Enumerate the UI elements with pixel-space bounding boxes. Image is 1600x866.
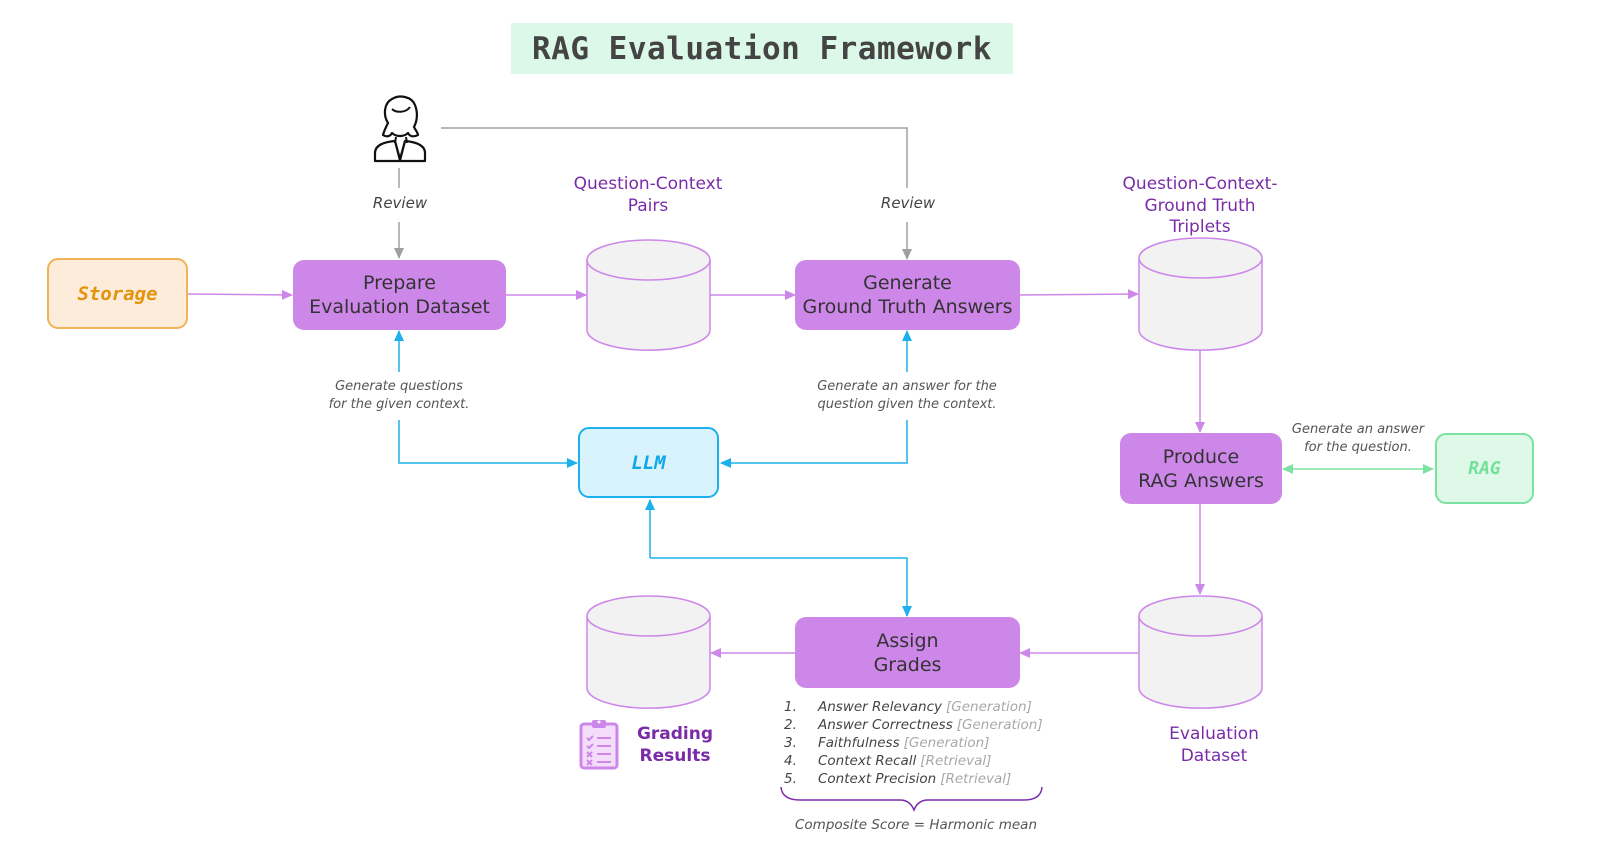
eval-dataset-label-line1: Evaluation bbox=[1169, 724, 1259, 744]
note-generate-questions-line2: for the given context. bbox=[328, 397, 470, 412]
edge-llm-to-assign bbox=[650, 557, 912, 617]
metric-number: 4. bbox=[784, 753, 797, 769]
metric-name: Faithfulness bbox=[818, 735, 900, 751]
edge-generate-to-triplets bbox=[1018, 289, 1139, 300]
metric-item: 1. Answer Relevancy [Generation] bbox=[784, 698, 1054, 716]
metric-item: 2. Answer Correctness [Generation] bbox=[784, 716, 1054, 734]
edge-storage-to-prepare bbox=[187, 289, 293, 300]
note-generate-answer-question: Generate an answer for the question. bbox=[1278, 421, 1438, 457]
produce-node-line1: Produce bbox=[1162, 445, 1240, 468]
note-generate-answer-question-line1: Generate an answer bbox=[1291, 422, 1425, 437]
storage-label: Storage bbox=[77, 282, 158, 305]
metric-category: [Retrieval] bbox=[940, 771, 1012, 787]
grading-results-label-line1: Grading bbox=[636, 724, 714, 744]
grading-results-label: Grading Results bbox=[632, 723, 718, 767]
eval-dataset-label-line2: Dataset bbox=[1180, 746, 1248, 766]
llm-node[interactable]: LLM bbox=[578, 427, 719, 498]
note-generate-answer-context-line2: question given the context. bbox=[817, 397, 997, 412]
metric-number: 3. bbox=[784, 735, 797, 751]
llm-label: LLM bbox=[631, 451, 666, 474]
triplets-label-line3: Triplets bbox=[1169, 217, 1231, 237]
metric-item: 5. Context Precision [Retrieval] bbox=[784, 770, 1054, 788]
datastore-triplets-cylinder bbox=[1138, 237, 1263, 351]
datastore-grading-results-cylinder bbox=[586, 595, 711, 709]
generate-node-line1: Generate bbox=[863, 272, 952, 294]
metric-name: Context Recall bbox=[818, 753, 917, 769]
rag-node[interactable]: RAG bbox=[1435, 433, 1534, 504]
triplets-label-line1: Question-Context- bbox=[1122, 174, 1278, 194]
metric-name: Context Precision bbox=[818, 771, 937, 787]
grading-results-label-line2: Results bbox=[639, 746, 711, 766]
metric-number: 1. bbox=[784, 699, 797, 715]
metric-name: Answer Correctness bbox=[818, 717, 953, 733]
assign-node-line1: Assign bbox=[876, 629, 939, 652]
qc-pairs-label-line2: Pairs bbox=[627, 196, 669, 216]
edge-generate-to-llm-lower bbox=[720, 420, 908, 468]
rag-label: RAG bbox=[1468, 458, 1501, 479]
metric-number: 2. bbox=[784, 717, 797, 733]
qc-pairs-label: Question-Context Pairs bbox=[548, 173, 748, 217]
prepare-node-line2: Evaluation Dataset bbox=[309, 296, 490, 318]
note-generate-answer-question-line2: for the question. bbox=[1304, 440, 1412, 455]
qc-pairs-label-line1: Question-Context bbox=[573, 174, 723, 194]
metric-name: Answer Relevancy bbox=[818, 699, 942, 715]
edge-reviewer-to-generate-top bbox=[441, 127, 908, 188]
note-generate-answer-context: Generate an answer for the question give… bbox=[797, 378, 1017, 414]
generate-node-line2: Ground Truth Answers bbox=[802, 296, 1013, 318]
prepare-node-line1: Prepare bbox=[362, 272, 436, 294]
metric-number: 5. bbox=[784, 771, 797, 787]
storage-node[interactable]: Storage bbox=[47, 258, 188, 329]
review-label-generate: Review bbox=[868, 194, 948, 212]
metric-category: [Generation] bbox=[903, 735, 990, 751]
composite-score-label: Composite Score = Harmonic mean bbox=[794, 817, 1038, 833]
prepare-evaluation-dataset-node[interactable]: Prepare Evaluation Dataset bbox=[293, 260, 506, 330]
metric-category: [Generation] bbox=[946, 699, 1032, 715]
generate-ground-truth-node[interactable]: Generate Ground Truth Answers bbox=[795, 260, 1020, 330]
metrics-list: 1. Answer Relevancy [Generation] 2. Answ… bbox=[784, 698, 1054, 788]
datastore-qc-pairs-cylinder bbox=[586, 239, 711, 351]
note-generate-questions: Generate questions for the given context… bbox=[309, 378, 489, 414]
note-generate-questions-line1: Generate questions bbox=[335, 379, 463, 394]
title-banner: RAG Evaluation Framework bbox=[511, 23, 1013, 74]
datastore-eval-dataset-cylinder bbox=[1138, 595, 1263, 709]
note-generate-answer-context-line1: Generate an answer for the bbox=[817, 379, 997, 394]
metric-category: [Generation] bbox=[956, 717, 1043, 733]
assign-grades-node[interactable]: Assign Grades bbox=[795, 617, 1020, 688]
eval-dataset-label: Evaluation Dataset bbox=[1114, 723, 1314, 767]
triplets-label: Question-Context- Ground Truth Triplets bbox=[1100, 173, 1300, 237]
metric-item: 3. Faithfulness [Generation] bbox=[784, 734, 1054, 752]
metrics-brace bbox=[780, 786, 1043, 813]
metric-category: [Retrieval] bbox=[920, 753, 992, 769]
clipboard-checklist-icon bbox=[579, 720, 619, 770]
review-label-prepare: Review bbox=[360, 194, 440, 212]
assign-node-line2: Grades bbox=[873, 653, 942, 676]
edge-prepare-to-llm-lower bbox=[398, 420, 578, 468]
person-icon bbox=[373, 95, 427, 163]
produce-node-line2: RAG Answers bbox=[1138, 469, 1264, 492]
produce-rag-answers-node[interactable]: Produce RAG Answers bbox=[1120, 433, 1282, 504]
triplets-label-line2: Ground Truth bbox=[1144, 196, 1256, 216]
diagram-title: RAG Evaluation Framework bbox=[532, 30, 992, 67]
metric-item: 4. Context Recall [Retrieval] bbox=[784, 752, 1054, 770]
